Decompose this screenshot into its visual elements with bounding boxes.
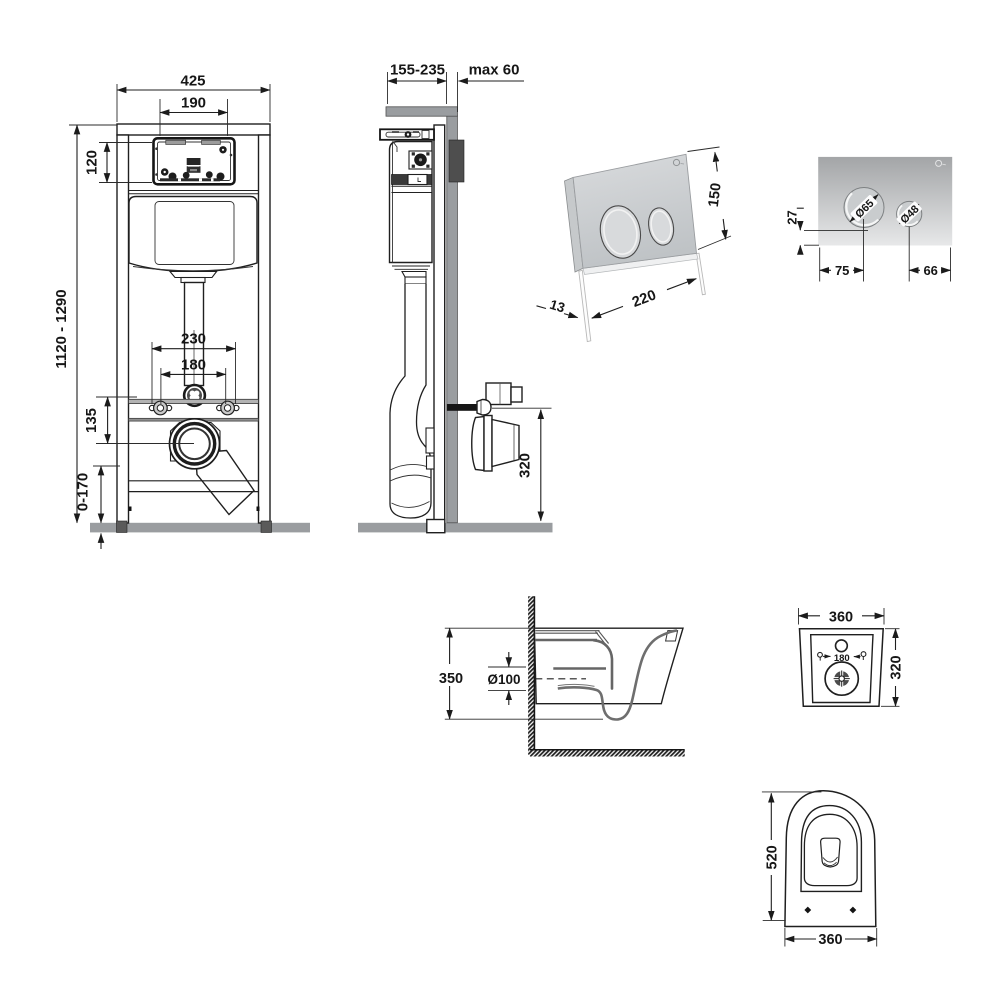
svg-text:75: 75: [835, 263, 849, 278]
svg-text:max 60: max 60: [469, 62, 520, 79]
svg-text:360: 360: [818, 932, 842, 948]
svg-text:135: 135: [83, 408, 100, 433]
svg-text:320: 320: [889, 655, 905, 679]
svg-text:13: 13: [548, 297, 567, 316]
svg-text:155-235: 155-235: [390, 62, 445, 79]
svg-text:220: 220: [630, 287, 658, 311]
svg-text:66: 66: [923, 263, 937, 278]
svg-text:27: 27: [785, 210, 800, 224]
svg-text:350: 350: [439, 671, 463, 687]
svg-text:120: 120: [84, 150, 101, 175]
svg-text:425: 425: [180, 73, 205, 90]
svg-text:180: 180: [834, 653, 850, 664]
svg-text:230: 230: [181, 331, 206, 348]
svg-text:180: 180: [181, 357, 206, 374]
svg-text:1120 - 1290: 1120 - 1290: [53, 289, 70, 368]
svg-text:Ø100: Ø100: [487, 672, 520, 687]
svg-text:360: 360: [829, 609, 853, 625]
svg-text:190: 190: [181, 95, 206, 112]
svg-text:520: 520: [764, 845, 780, 869]
svg-text:0-170: 0-170: [75, 473, 92, 511]
svg-text:150: 150: [706, 182, 725, 208]
svg-text:320: 320: [517, 453, 534, 478]
